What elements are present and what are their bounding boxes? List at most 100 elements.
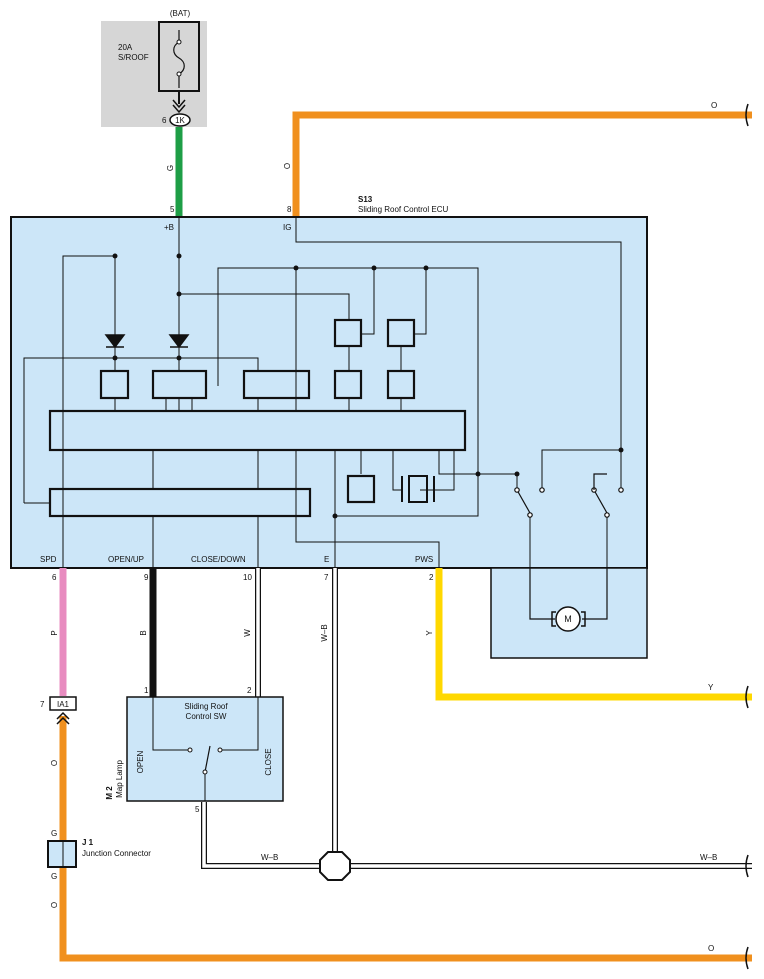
switch-contact-close: [217, 747, 223, 753]
ecu-pin-label: IG: [283, 223, 291, 232]
relay-coil-block: [386, 318, 416, 348]
ecu-pin-number: 2: [429, 573, 434, 582]
wire-break-icon: [745, 854, 749, 878]
chevron-down-icon: [172, 99, 186, 114]
relay-switch-contacts: [514, 473, 624, 518]
diode-icon: [168, 334, 190, 349]
logic-block: [99, 369, 130, 400]
fuse-block: (BAT) 20A S/ROOF 1K 6: [101, 9, 207, 127]
wire-break-icon: [745, 946, 749, 970]
interface-block: [48, 487, 312, 518]
connector-1k-oval: [169, 113, 191, 127]
connector-1k-pin: 6: [162, 116, 167, 125]
connector-ia1-label: IA1: [57, 700, 70, 709]
orange-ig-horizontal-label: O: [711, 101, 717, 110]
switch-close-label: CLOSE: [264, 748, 273, 775]
motor-symbol: M: [564, 614, 572, 624]
ecu-pin-label: +B: [164, 223, 174, 232]
wire-break-icon: [745, 685, 749, 709]
ground-splice-icon: [319, 851, 351, 881]
switch-code: M 2: [105, 786, 114, 800]
crystal-oscillator-icon: [401, 475, 435, 503]
switch-pin-open: 1: [144, 686, 149, 695]
connector-ia1-box: [49, 696, 77, 711]
fuse-name: S/ROOF: [118, 53, 149, 62]
small-block: [346, 474, 376, 504]
ground-wire-label-right: W–B: [700, 853, 717, 862]
ecu-pin-number: 6: [52, 573, 57, 582]
junction-pin-bottom: G: [51, 872, 57, 881]
power-wires: G O O: [166, 101, 752, 217]
ecu-pin-label: PWS: [415, 555, 433, 564]
switch-contact-open: [187, 747, 193, 753]
switch-location: Map Lamp: [115, 760, 124, 798]
switch-pin-ground: 5: [195, 805, 200, 814]
yellow-wire-horizontal-label: Y: [708, 683, 714, 692]
logic-block: [386, 369, 416, 400]
ecu-pin-label: CLOSE/DOWN: [191, 555, 246, 564]
cpu-block: [48, 409, 467, 452]
pink-wire-label: P: [50, 630, 59, 635]
fuse-source-label: (BAT): [170, 9, 191, 18]
logic-block: [151, 369, 208, 400]
motor-wiring: [529, 568, 608, 620]
ecu-pin-number: 10: [243, 573, 252, 582]
switch-ground-wire: [201, 802, 752, 869]
ecu: S13 Sliding Roof Control ECU 5 +B 8 IG: [10, 195, 648, 582]
ground-wire-vertical-label: W–B: [320, 624, 329, 641]
orange-ig-wire: [292, 111, 752, 217]
connector-ia1: IA1 7: [40, 696, 77, 725]
diode-icon: [104, 334, 126, 349]
bottom-wires: P B W W–B Y Y W–B W–B O O O: [50, 568, 752, 970]
motor-icon: [555, 606, 581, 632]
switch-title-line2: Control SW: [186, 712, 227, 721]
orange-ig-vertical-label: O: [283, 163, 292, 169]
ecu-relay-blocks: [48, 318, 467, 518]
orange-bottom-wire: [59, 716, 752, 962]
junction-box: [47, 840, 77, 868]
ground-wire-label-left: W–B: [261, 853, 278, 862]
switch-pin-close: 2: [247, 686, 252, 695]
ecu-pin-label: SPD: [40, 555, 57, 564]
black-wire-label: B: [139, 630, 148, 635]
orange-wire-label: O: [50, 902, 59, 908]
yellow-wire: [435, 568, 752, 701]
ecu-name: Sliding Roof Control ECU: [358, 205, 448, 214]
switch-lever-icon: [204, 745, 211, 773]
motor-brush-icon: [551, 611, 586, 627]
ecu-junction-dots: [112, 253, 624, 519]
logic-block: [242, 369, 311, 400]
ecu-pin-number: 9: [144, 573, 149, 582]
yellow-wire-vertical-label: Y: [425, 630, 434, 636]
ecu-pin-label: E: [324, 555, 329, 564]
fuse-box-background: [101, 21, 207, 127]
ecu-pin-number: 7: [324, 573, 329, 582]
orange-wire-label: O: [50, 760, 59, 766]
ecu-pin-number: 5: [170, 205, 175, 214]
chevron-up-icon: [56, 711, 70, 725]
switch-open-label: OPEN: [136, 750, 145, 773]
white-wire-label: W: [243, 629, 252, 637]
ecu-pin-label: OPEN/UP: [108, 555, 144, 564]
wire-break-icon: [745, 103, 749, 127]
ecu-body: [10, 216, 648, 569]
connector-ia1-pin: 7: [40, 700, 45, 709]
switch-contact-common: [202, 769, 208, 775]
switch-internal-wiring: [152, 697, 259, 801]
orange-wire-label: O: [708, 944, 714, 953]
junction-code: J 1: [82, 838, 94, 847]
fuse-rating: 20A: [118, 43, 133, 52]
fuse-icon: [173, 30, 185, 88]
ecu-pin-number: 8: [287, 205, 292, 214]
ecu-code: S13: [358, 195, 373, 204]
logic-block: [333, 369, 363, 400]
junction-name: Junction Connector: [82, 849, 151, 858]
switch-title-line1: Sliding Roof: [184, 702, 228, 711]
connector-1k-label: 1K: [175, 116, 185, 125]
control-switch: Sliding Roof Control SW 1 2 5 OPEN CLOSE…: [105, 686, 284, 814]
junction-pin-top: G: [51, 829, 57, 838]
fuse-terminal-top: [176, 39, 182, 45]
fuse-terminal-bottom: [176, 71, 182, 77]
relay-coil-block: [333, 318, 363, 348]
